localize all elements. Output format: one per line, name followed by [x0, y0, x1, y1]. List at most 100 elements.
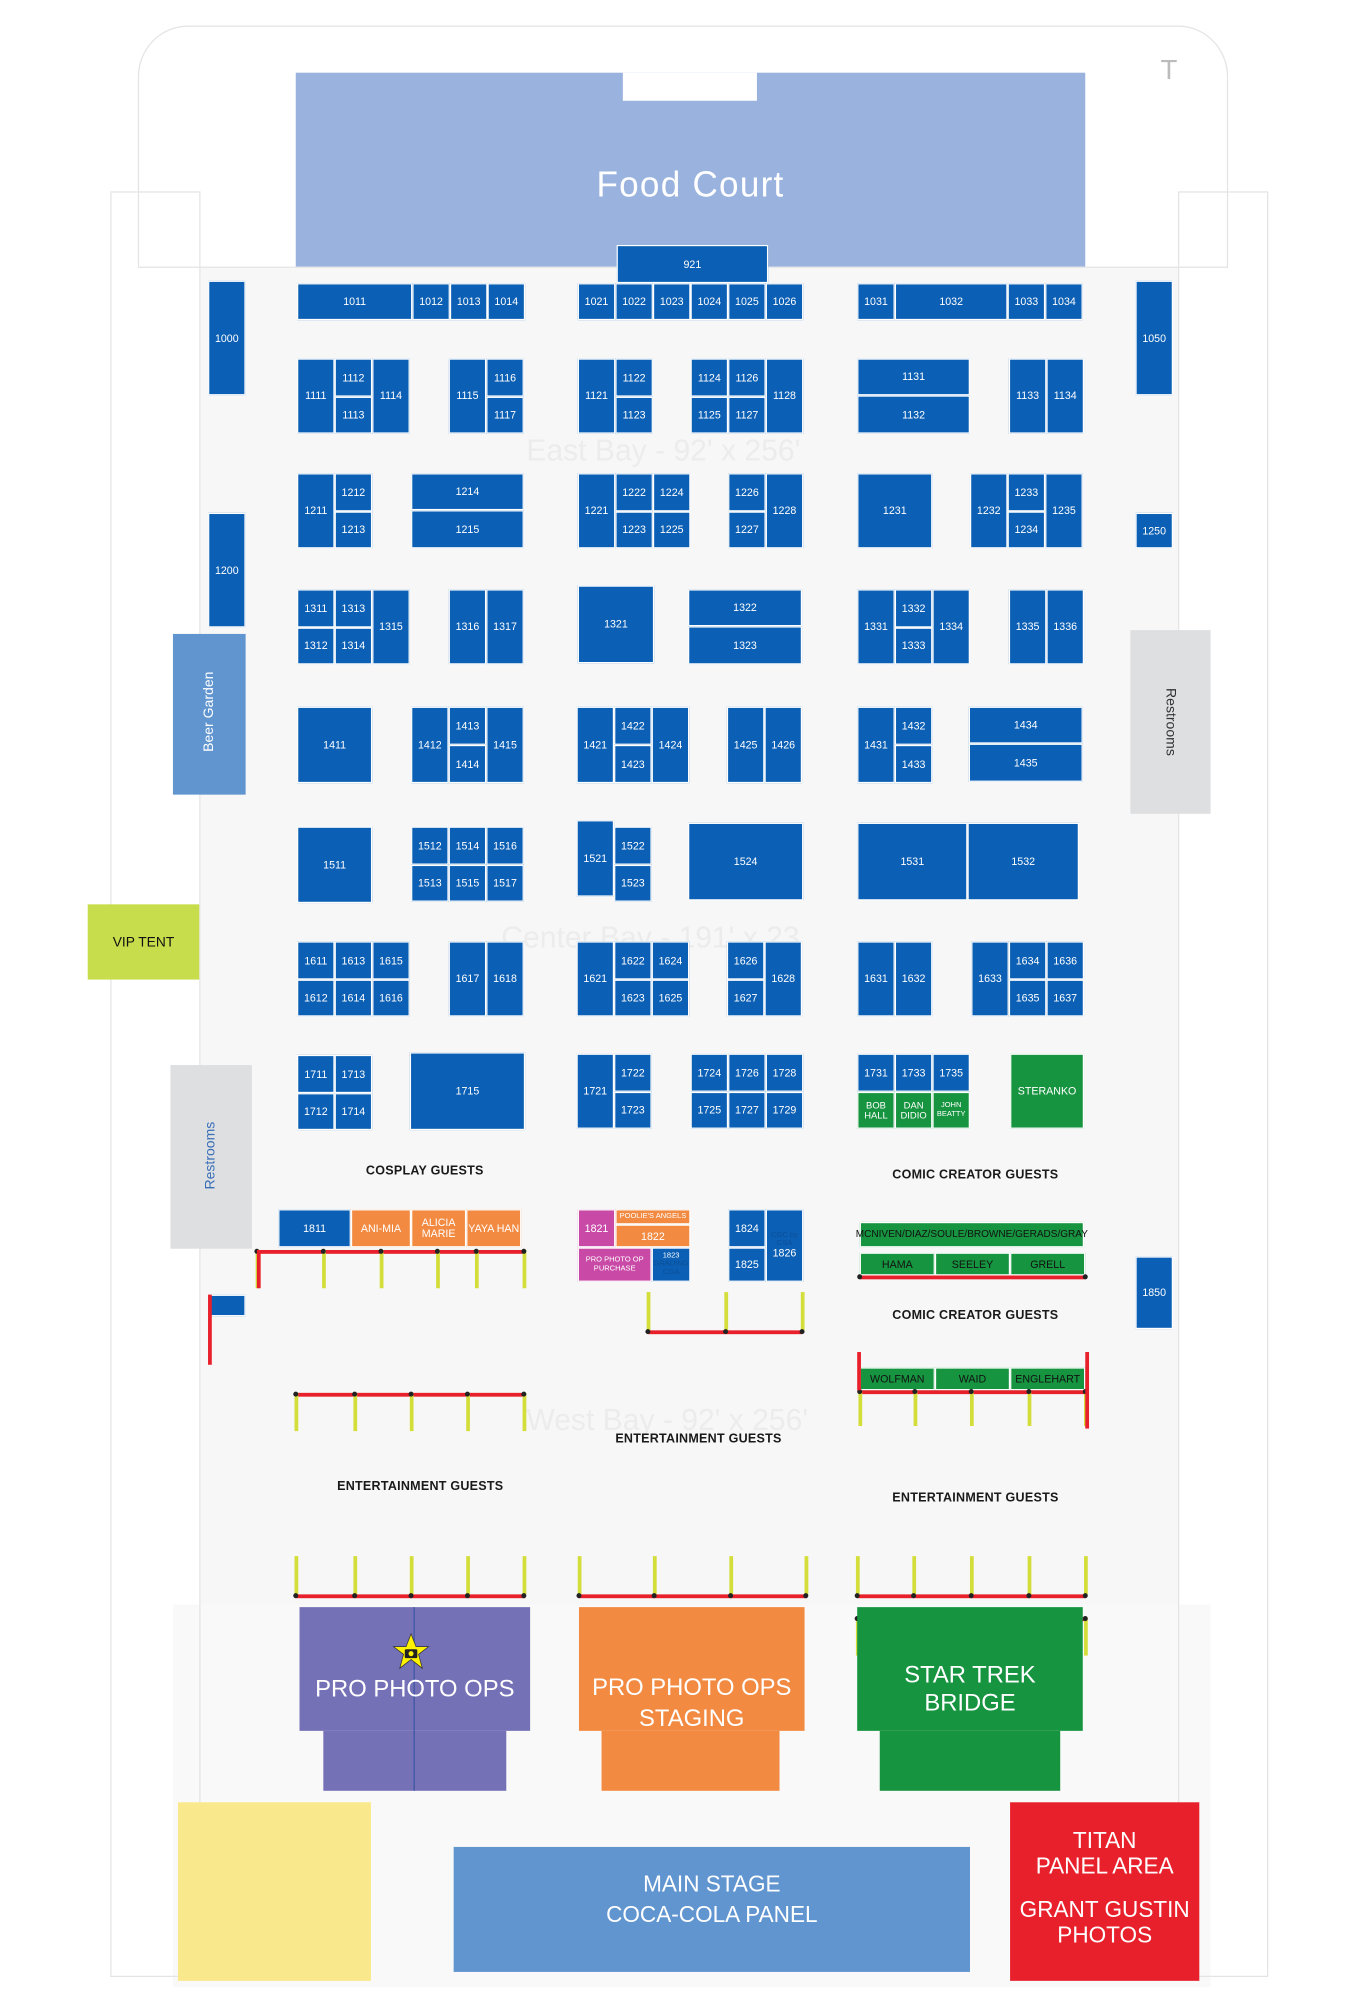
- booth-1225[interactable]: 1225: [652, 511, 691, 549]
- booth-1214[interactable]: 1214: [411, 473, 524, 511]
- booth-1024[interactable]: 1024: [690, 283, 729, 321]
- booth-1235[interactable]: 1235: [1045, 473, 1083, 549]
- booth-1215[interactable]: 1215: [411, 510, 524, 549]
- booth-steranko[interactable]: STERANKO: [1010, 1053, 1085, 1129]
- booth-1615[interactable]: 1615: [372, 941, 410, 980]
- booth-john-beatty[interactable]: JOHN BEATTY: [932, 1091, 970, 1129]
- booth-1221[interactable]: 1221: [577, 473, 616, 549]
- booth-1725[interactable]: 1725: [690, 1091, 729, 1129]
- booth-1523[interactable]: 1523: [614, 864, 652, 902]
- booth-1823[interactable]: 1823 GRADING CGA: [651, 1247, 691, 1282]
- booth-1228[interactable]: 1228: [765, 473, 804, 549]
- booth-1250[interactable]: 1250: [1135, 512, 1173, 549]
- booth-1323[interactable]: 1323: [688, 626, 803, 665]
- booth-1613[interactable]: 1613: [334, 941, 373, 980]
- booth-1512[interactable]: 1512: [411, 826, 449, 865]
- booth-1131[interactable]: 1131: [857, 358, 970, 396]
- booth-1312[interactable]: 1312: [297, 627, 335, 665]
- booth-1514[interactable]: 1514: [448, 826, 487, 865]
- booth-1713[interactable]: 1713: [334, 1054, 373, 1094]
- booth-1412[interactable]: 1412: [411, 706, 449, 784]
- booth-1614[interactable]: 1614: [334, 979, 373, 1017]
- booth-wolfman[interactable]: WOLFMAN: [859, 1367, 935, 1391]
- booth-1113[interactable]: 1113: [334, 396, 373, 434]
- booth-1332[interactable]: 1332: [894, 589, 933, 628]
- booth-1432[interactable]: 1432: [894, 706, 933, 745]
- booth-1636[interactable]: 1636: [1046, 941, 1085, 980]
- booth-1313[interactable]: 1313: [334, 589, 373, 628]
- booth-1322[interactable]: 1322: [688, 589, 803, 627]
- booth-1721[interactable]: 1721: [576, 1053, 615, 1129]
- restrooms-east[interactable]: [1130, 630, 1211, 814]
- booth-1126[interactable]: 1126: [728, 358, 766, 397]
- booth-1423[interactable]: 1423: [614, 744, 652, 784]
- booth-1050[interactable]: 1050: [1135, 280, 1173, 396]
- booth-1617[interactable]: 1617: [448, 941, 487, 1017]
- booth-1728[interactable]: 1728: [765, 1053, 804, 1092]
- booth-1000[interactable]: 1000: [208, 280, 246, 396]
- booth-1635[interactable]: 1635: [1008, 979, 1047, 1017]
- booth-1033[interactable]: 1033: [1007, 283, 1046, 321]
- booth-1511[interactable]: 1511: [297, 826, 373, 904]
- booth-1115[interactable]: 1115: [448, 358, 487, 434]
- booth-1411[interactable]: 1411: [297, 706, 373, 784]
- booth-1335[interactable]: 1335: [1008, 589, 1047, 665]
- booth-1516[interactable]: 1516: [486, 826, 524, 865]
- booth-1850[interactable]: 1850: [1135, 1256, 1173, 1330]
- booth-1128[interactable]: 1128: [765, 358, 804, 434]
- booth-1124[interactable]: 1124: [690, 358, 729, 397]
- booth-creators-row[interactable]: MCNIVEN/DIAZ/SOULE/BROWNE/GERADS/GRAY: [856, 1221, 1088, 1248]
- booth-1715[interactable]: 1715: [409, 1052, 526, 1131]
- booth-pro-photo-op-purchase[interactable]: PRO PHOTO OP PURCHASE: [577, 1247, 652, 1282]
- booth-1513[interactable]: 1513: [411, 864, 449, 902]
- booth-1224[interactable]: 1224: [652, 473, 691, 512]
- star-trek-bridge-area[interactable]: [857, 1607, 1083, 1731]
- booth-1621[interactable]: 1621: [576, 941, 615, 1017]
- booth-1726[interactable]: 1726: [728, 1053, 766, 1092]
- booth-1023[interactable]: 1023: [652, 283, 691, 321]
- booth-1435[interactable]: 1435: [968, 743, 1083, 782]
- booth-1333[interactable]: 1333: [894, 627, 933, 665]
- beer-garden[interactable]: [172, 633, 246, 795]
- booth-1025[interactable]: 1025: [728, 283, 766, 321]
- booth-1524[interactable]: 1524: [688, 822, 804, 901]
- booth-1233[interactable]: 1233: [1007, 473, 1046, 512]
- booth-1331[interactable]: 1331: [857, 589, 895, 665]
- booth-1531[interactable]: 1531: [857, 822, 968, 901]
- booth-1729[interactable]: 1729: [765, 1091, 804, 1129]
- booth-1811[interactable]: 1811: [278, 1209, 351, 1248]
- booth-1336[interactable]: 1336: [1046, 589, 1085, 665]
- booth-1200[interactable]: 1200: [208, 512, 246, 628]
- booth-1623[interactable]: 1623: [614, 979, 652, 1017]
- booth-1515[interactable]: 1515: [448, 864, 487, 902]
- booth-1034[interactable]: 1034: [1045, 283, 1083, 321]
- booth-1315[interactable]: 1315: [372, 589, 410, 665]
- booth-unlabeled-corner[interactable]: [208, 1294, 246, 1317]
- booth-englehart[interactable]: ENGLEHART: [1010, 1367, 1086, 1391]
- booth-1114[interactable]: 1114: [372, 358, 410, 434]
- booth-1232[interactable]: 1232: [969, 473, 1008, 549]
- booth-1821[interactable]: 1821: [577, 1209, 616, 1248]
- booth-ani-mia[interactable]: ANI-MIA: [350, 1209, 412, 1248]
- booth-1127[interactable]: 1127: [728, 396, 766, 434]
- restrooms-west[interactable]: [170, 1065, 252, 1249]
- booth-1212[interactable]: 1212: [334, 473, 373, 512]
- booth-1031[interactable]: 1031: [857, 283, 895, 321]
- booth-1611[interactable]: 1611: [297, 941, 335, 980]
- booth-1111[interactable]: 1111: [297, 358, 335, 434]
- booth-1125[interactable]: 1125: [690, 396, 729, 434]
- booth-1117[interactable]: 1117: [486, 396, 524, 434]
- booth-1321[interactable]: 1321: [577, 585, 655, 664]
- booth-1714[interactable]: 1714: [334, 1093, 373, 1131]
- booth-1431[interactable]: 1431: [857, 706, 895, 784]
- booth-1121[interactable]: 1121: [577, 358, 616, 434]
- booth-1711[interactable]: 1711: [297, 1054, 335, 1094]
- booth-1026[interactable]: 1026: [765, 283, 804, 321]
- booth-1316[interactable]: 1316: [448, 589, 487, 665]
- main-stage[interactable]: [453, 1846, 970, 1972]
- booth-1532[interactable]: 1532: [967, 822, 1080, 901]
- booth-1722[interactable]: 1722: [614, 1053, 652, 1092]
- booth-1133[interactable]: 1133: [1008, 358, 1047, 434]
- booth-1014[interactable]: 1014: [487, 283, 526, 321]
- booth-1637[interactable]: 1637: [1046, 979, 1085, 1017]
